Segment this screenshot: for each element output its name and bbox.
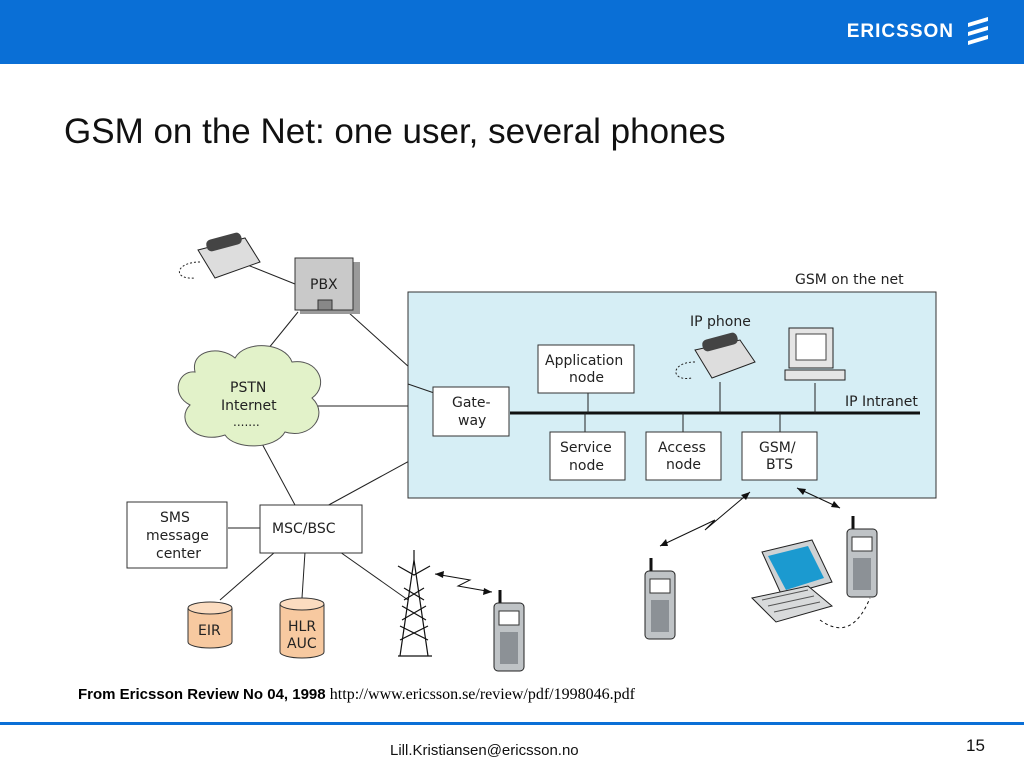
computer-icon [784, 327, 846, 381]
cloud-dots: ....... [233, 415, 260, 429]
antenna-tower-icon [397, 550, 432, 657]
msc-bsc-box: MSC/BSC [259, 504, 363, 554]
sms-label-3: center [156, 546, 201, 562]
internet-label: Internet [221, 398, 277, 414]
auc-label: AUC [287, 636, 317, 652]
gsm-label-1: GSM/ [759, 440, 796, 456]
pstn-label: PSTN [230, 380, 266, 396]
pbx-box: PBX [294, 257, 360, 314]
slide-title: GSM on the Net: one user, several phones [64, 112, 726, 151]
eir-label: EIR [198, 623, 221, 639]
gateway-box: Gate- way [432, 386, 510, 437]
application-label-2: node [569, 370, 604, 386]
ip-phone-icon [675, 332, 756, 380]
ip-phone-label: IP phone [690, 314, 751, 330]
gsm-label-2: BTS [766, 457, 793, 473]
access-label-1: Access [658, 440, 706, 456]
footer-email: Lill.Kristiansen@ericsson.no [390, 742, 579, 759]
pstn-internet-cloud: PSTN Internet ....... [177, 345, 322, 447]
page-number: 15 [966, 736, 985, 755]
msc-label: MSC/BSC [272, 521, 336, 537]
footer-divider [0, 722, 1024, 725]
desk-phone-icon [178, 232, 261, 279]
hlr-label: HLR [288, 619, 316, 635]
arrow-heads [435, 488, 840, 595]
service-node-box: Service node [549, 431, 626, 481]
gateway-label-1: Gate- [452, 395, 491, 411]
ericsson-logo-icon [968, 17, 988, 45]
access-label-2: node [666, 457, 701, 473]
application-label-1: Application [545, 353, 623, 369]
mobile-phone-icon [493, 590, 525, 672]
mobile-phone-icon [846, 516, 878, 598]
service-label-2: node [569, 458, 604, 474]
ericsson-logo-text: ERICSSON [846, 21, 954, 42]
gsm-bts-box: GSM/ BTS [741, 431, 818, 481]
sms-center-box: SMS message center [126, 501, 228, 569]
laptop-icon [750, 539, 834, 623]
mobile-phone-icon [644, 558, 676, 640]
gateway-label-2: way [458, 413, 486, 429]
pbx-label: PBX [310, 277, 338, 293]
service-label-1: Service [560, 440, 612, 456]
source-citation: From Ericsson Review No 04, 1998 http://… [78, 686, 635, 704]
ip-intranet-label: IP Intranet [845, 394, 918, 410]
sms-label-1: SMS [160, 510, 190, 526]
application-node-box: Application node [537, 344, 635, 394]
source-bold: From Ericsson Review No 04, 1998 [78, 686, 326, 703]
gsm-net-label: GSM on the net [795, 272, 904, 288]
sms-label-2: message [146, 528, 209, 544]
hlr-auc-database-icon: HLR AUC [279, 597, 325, 659]
source-url[interactable]: http://www.ericsson.se/review/pdf/199804… [329, 686, 635, 703]
header-bar [0, 0, 1024, 64]
eir-database-icon: EIR [187, 601, 233, 649]
access-node-box: Access node [645, 431, 722, 481]
